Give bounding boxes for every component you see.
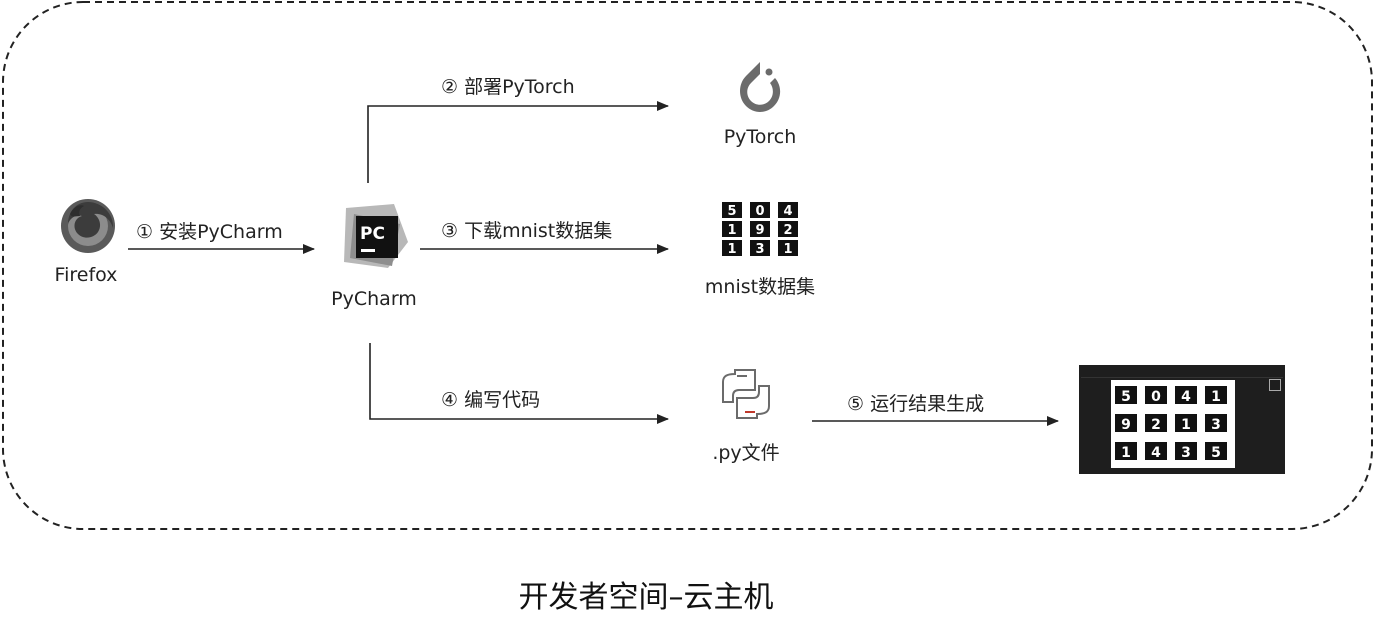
result-digit: 5	[1211, 445, 1221, 461]
arrow-deploy	[367, 101, 669, 183]
pytorch-icon	[740, 62, 781, 112]
mnist-digit: 9	[755, 223, 764, 238]
result-digit: 3	[1181, 445, 1191, 461]
mnist-digit: 5	[727, 204, 736, 219]
result-image-panel: 5 0 4 1 9 2 1 3 1 4 3 5	[1111, 380, 1235, 468]
firefox-icon	[61, 199, 115, 253]
mnist-digit: 2	[783, 223, 792, 238]
mnist-digit: 1	[783, 242, 792, 257]
mnist-grid: 5 0 4 1 9 2 1 3 1	[722, 202, 798, 257]
mnist-digit: 1	[727, 242, 736, 257]
result-digit: 2	[1151, 417, 1161, 433]
mnist-label: mnist数据集	[704, 276, 816, 298]
edge-label-install: ① 安装PyCharm	[136, 221, 283, 243]
python-file-icon	[722, 369, 770, 419]
pycharm-icon: PC	[344, 204, 408, 268]
edge-label-code: ④ 编写代码	[441, 389, 541, 411]
node-firefox: Firefox	[46, 196, 126, 296]
result-digit: 4	[1181, 389, 1191, 405]
edge-label-download: ③ 下载mnist数据集	[441, 220, 613, 242]
mnist-digit: 0	[755, 204, 764, 219]
edge-label-deploy: ② 部署PyTorch	[441, 76, 575, 98]
result-digit: 1	[1211, 389, 1221, 405]
arrow-code	[369, 343, 669, 424]
result-digit: 1	[1181, 417, 1191, 433]
mnist-digit: 4	[783, 204, 792, 219]
result-toolbar	[1081, 367, 1283, 378]
pycharm-label: PyCharm	[331, 288, 417, 310]
firefox-label: Firefox	[54, 264, 118, 286]
result-digit: 4	[1151, 445, 1161, 461]
node-pyfile: .py文件	[696, 366, 796, 466]
result-screenshot: 5 0 4 1 9 2 1 3 1 4 3 5	[1079, 365, 1285, 474]
result-digit: 5	[1121, 389, 1131, 405]
pyfile-label: .py文件	[712, 442, 780, 464]
result-digit-grid: 5 0 4 1 9 2 1 3 1 4 3 5	[1115, 386, 1227, 461]
result-digit: 3	[1211, 417, 1221, 433]
node-pycharm: PC PyCharm	[322, 200, 426, 316]
result-sidebar-icon	[1269, 379, 1281, 391]
mnist-thumbnail-icon: 5 0 4 1 9 2 1 3 1	[720, 200, 800, 258]
footer-title: 开发者空间–云主机	[518, 580, 774, 615]
mnist-digit: 1	[727, 223, 736, 238]
container-border	[2, 1, 1373, 530]
edge-label-run: ⑤ 运行结果生成	[847, 393, 985, 415]
node-pytorch: PyTorch	[708, 58, 812, 154]
pycharm-logo-text: PC	[360, 224, 385, 244]
mnist-digit: 3	[755, 242, 764, 257]
result-digit: 9	[1121, 417, 1131, 433]
result-digit: 1	[1121, 445, 1131, 461]
result-digit: 0	[1151, 389, 1161, 405]
node-mnist: 5 0 4 1 9 2 1 3 1 mnist数据集	[692, 198, 828, 302]
pytorch-label: PyTorch	[723, 126, 797, 148]
